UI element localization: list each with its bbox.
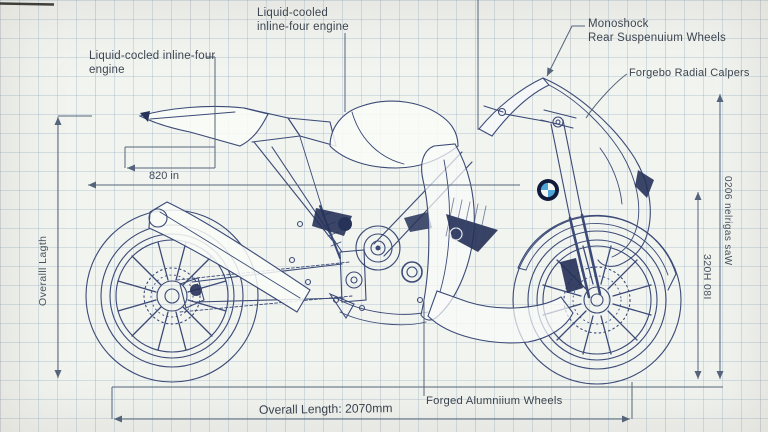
label-engine-left-line2: engine [89, 64, 125, 76]
label-engine-left-line1: Liquid-cocled inline-four [89, 50, 216, 62]
rear-wheel [85, 209, 259, 383]
leader-monoshock [546, 25, 585, 77]
leader-calipers [585, 73, 628, 119]
label-monoshock: Monoshock Rear Suspenuium Wheels [588, 17, 726, 45]
label-engine-center-line2: inline-four engine [257, 21, 349, 33]
dimension-text-overall-height: Overalll Lagth [37, 235, 49, 306]
label-engine-center-line1: Liquid-cooled [257, 7, 329, 19]
dimension-text-right-inner: 320H 08I [701, 254, 713, 300]
label-calipers: Forgebo Radial Calpers [629, 67, 750, 79]
label-monoshock-line2: Rear Suspenuium Wheels [588, 32, 726, 44]
dimension-text-820: 820 in [149, 170, 179, 182]
edge-artifact [0, 2, 55, 6]
dimension-annotations [54, 0, 724, 423]
label-engine-left: Liquid-cocled inline-four engine [89, 49, 215, 77]
label-engine-center: Liquid-cooled inline-four engine [257, 6, 349, 34]
fairing-and-nose [420, 77, 654, 344]
exhaust-muffler [148, 201, 311, 313]
front-fender [517, 214, 677, 291]
label-monoshock-line1: Monoshock [588, 18, 649, 30]
windscreen [478, 77, 550, 137]
front-wheel [512, 215, 682, 385]
dimension-text-overall-length: Overall Length: 2070mm [258, 401, 393, 417]
bmw-roundel-logo [537, 179, 559, 201]
seat-and-tank [286, 100, 459, 169]
label-forged-wheels: Forged Alumniium Wheels [426, 395, 563, 407]
front-fork-and-brakes [483, 105, 602, 299]
engine [312, 208, 432, 326]
tail-bodywork [138, 105, 301, 147]
motorcycle [85, 77, 682, 385]
dimension-820-bracket [124, 56, 216, 172]
dimension-text-right-outer: 0206 nelrigas saW [722, 176, 733, 266]
